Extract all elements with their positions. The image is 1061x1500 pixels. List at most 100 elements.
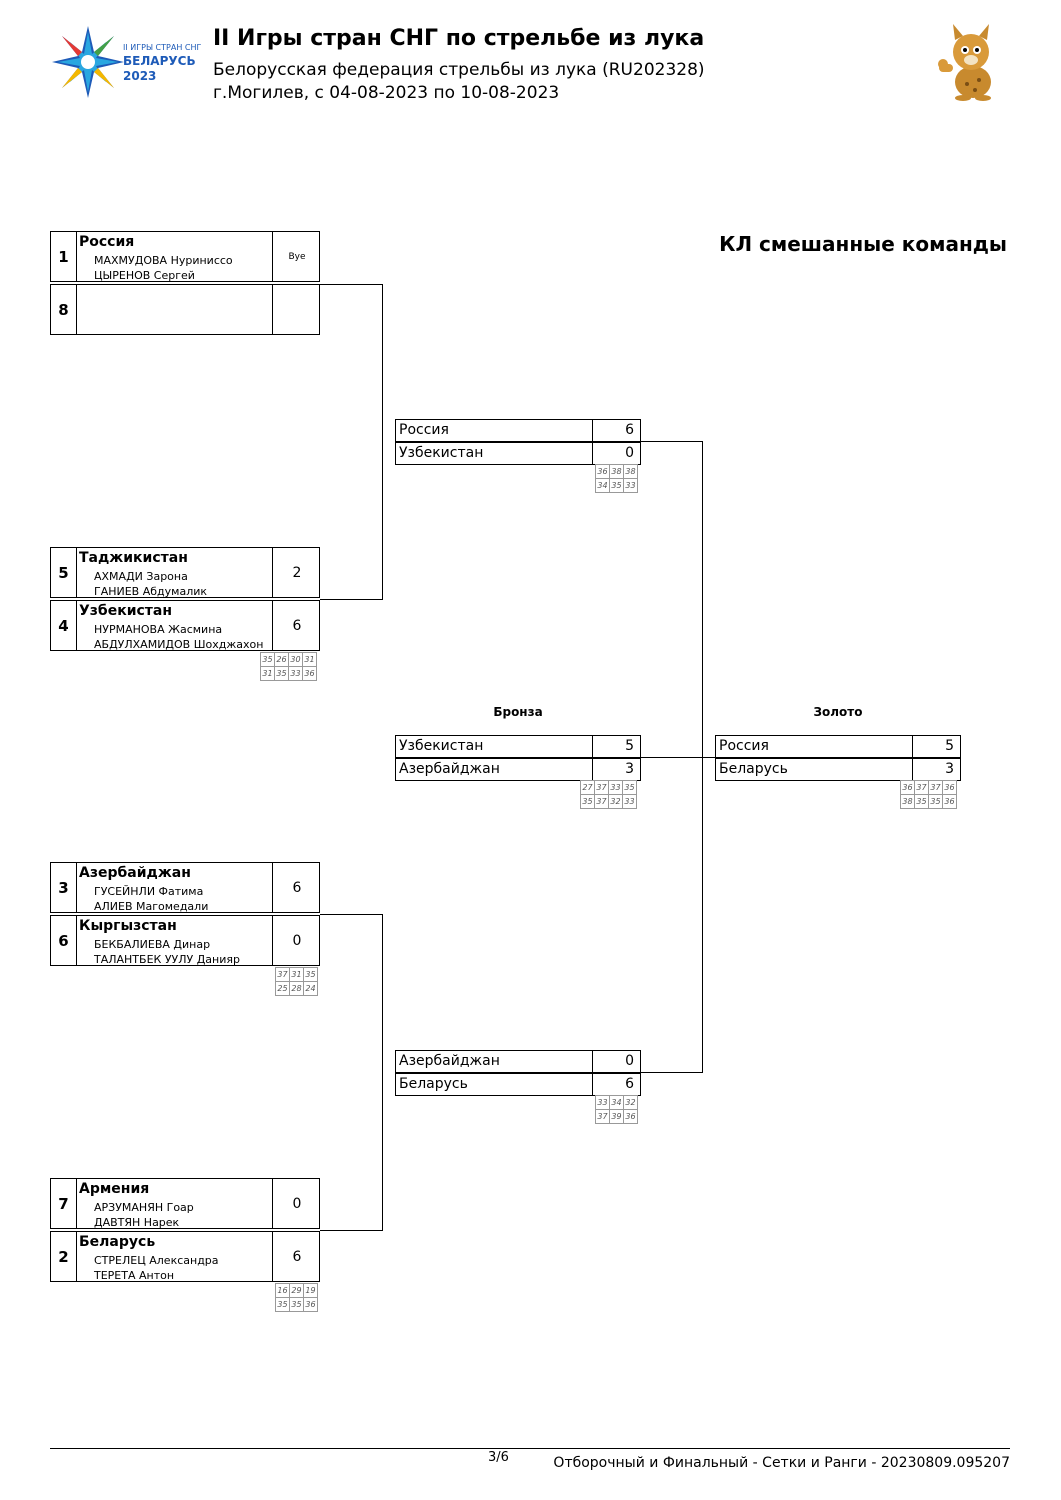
seed-number: 5 bbox=[51, 548, 77, 597]
match-row: Беларусь 3 bbox=[715, 758, 961, 781]
match-row: Узбекистан 5 bbox=[395, 735, 641, 758]
player-name: АХМАДИ Зарона bbox=[94, 570, 188, 583]
set-score: 39 bbox=[609, 1109, 624, 1124]
bracket-connector bbox=[640, 441, 703, 442]
set-score: 16 bbox=[275, 1283, 290, 1298]
set-scores: 37 31 35 25 28 24 bbox=[275, 967, 318, 996]
team-name: Узбекистан bbox=[79, 603, 173, 619]
set-score: 28 bbox=[289, 981, 304, 996]
team-name: Россия bbox=[719, 738, 769, 754]
team-name: Азербайджан bbox=[399, 1053, 500, 1069]
set-scores: 16 29 19 35 35 36 bbox=[275, 1283, 318, 1312]
bracket-entry: 6 Кыргызстан БЕКБАЛИЕВА Динар ТАЛАНТБЕК … bbox=[50, 915, 320, 966]
set-score: 38 bbox=[900, 794, 915, 809]
bracket-connector bbox=[640, 1072, 703, 1073]
set-score: 38 bbox=[609, 464, 624, 479]
match-row: Азербайджан 0 bbox=[395, 1050, 641, 1073]
set-score: 36 bbox=[942, 794, 957, 809]
set-score: 34 bbox=[609, 1095, 624, 1110]
set-score: 37 bbox=[275, 967, 290, 982]
match-result: 6 bbox=[272, 1232, 321, 1281]
match-result: 0 bbox=[272, 916, 321, 965]
team-name: Азербайджан bbox=[79, 865, 191, 881]
footer-divider bbox=[50, 1448, 1010, 1449]
set-score: 25 bbox=[275, 981, 290, 996]
match-row: Узбекистан 0 bbox=[395, 442, 641, 465]
set-score: 32 bbox=[608, 794, 623, 809]
bracket-entry: 7 Армения АРЗУМАНЯН Гоар ДАВТЯН Нарек 0 bbox=[50, 1178, 320, 1229]
team-name: Беларусь bbox=[79, 1234, 156, 1250]
player-name: ЦЫРЕНОВ Сергей bbox=[94, 269, 195, 282]
match-score: 3 bbox=[912, 759, 960, 780]
set-score: 27 bbox=[580, 780, 595, 795]
team-name: Россия bbox=[79, 234, 135, 250]
set-score: 31 bbox=[289, 967, 304, 982]
page-subtitle: Белорусская федерация стрельбы из лука (… bbox=[213, 60, 705, 80]
team-name: Армения bbox=[79, 1181, 150, 1197]
set-score: 33 bbox=[622, 794, 637, 809]
match-score: 3 bbox=[592, 759, 640, 780]
set-score: 33 bbox=[608, 780, 623, 795]
set-score: 37 bbox=[594, 780, 609, 795]
match-score: 6 bbox=[592, 1074, 640, 1095]
set-scores: 35 26 30 31 31 35 33 36 bbox=[260, 652, 317, 681]
bracket-entry: 2 Беларусь СТРЕЛЕЦ Александра ТЕРЕТА Ант… bbox=[50, 1231, 320, 1282]
set-score: 35 bbox=[609, 478, 624, 493]
gold-label: Золото bbox=[813, 705, 863, 719]
player-name: АРЗУМАНЯН Гоар bbox=[94, 1201, 194, 1214]
match-score: 5 bbox=[592, 736, 640, 757]
seed-number: 2 bbox=[51, 1232, 77, 1281]
set-scores: 36 37 37 36 38 35 35 36 bbox=[900, 780, 957, 809]
match-row: Азербайджан 3 bbox=[395, 758, 641, 781]
set-score: 30 bbox=[288, 652, 303, 667]
match-score: 5 bbox=[912, 736, 960, 757]
logo-line-2: БЕЛАРУСЬ bbox=[123, 54, 196, 68]
player-name: ГУСЕЙНЛИ Фатима bbox=[94, 885, 204, 898]
set-score: 36 bbox=[623, 1109, 638, 1124]
seed-number: 4 bbox=[51, 601, 77, 650]
player-name: ТАЛАНТБЕК УУЛУ Данияр bbox=[94, 953, 240, 966]
set-score: 36 bbox=[302, 666, 317, 681]
set-score: 36 bbox=[900, 780, 915, 795]
logo-line-1: II ИГРЫ СТРАН СНГ bbox=[123, 43, 202, 52]
bracket-entry: 4 Узбекистан НУРМАНОВА Жасмина АБДУЛХАМИ… bbox=[50, 600, 320, 651]
set-scores: 33 34 32 37 39 36 bbox=[595, 1095, 638, 1124]
set-score: 35 bbox=[275, 1297, 290, 1312]
set-score: 35 bbox=[274, 666, 289, 681]
bracket-connector bbox=[320, 599, 383, 600]
team-name: Азербайджан bbox=[399, 761, 500, 777]
seed-number: 7 bbox=[51, 1179, 77, 1228]
seed-number: 8 bbox=[51, 285, 77, 334]
bracket-entry: 8 bbox=[50, 284, 320, 335]
set-score: 36 bbox=[942, 780, 957, 795]
set-score: 24 bbox=[303, 981, 318, 996]
match-result: 2 bbox=[272, 548, 321, 597]
team-name: Узбекистан bbox=[399, 738, 484, 754]
set-score: 32 bbox=[623, 1095, 638, 1110]
event-title: КЛ смешанные команды bbox=[719, 232, 1007, 256]
match-result: 6 bbox=[272, 863, 321, 912]
match-result: Bye bbox=[272, 232, 321, 281]
set-score: 26 bbox=[274, 652, 289, 667]
snowflake-star-icon bbox=[52, 26, 124, 98]
seed-number: 6 bbox=[51, 916, 77, 965]
player-name: БЕКБАЛИЕВА Динар bbox=[94, 938, 211, 951]
set-score: 33 bbox=[288, 666, 303, 681]
set-score: 36 bbox=[303, 1297, 318, 1312]
set-score: 35 bbox=[622, 780, 637, 795]
bracket-connector bbox=[320, 1230, 383, 1231]
set-scores: 36 38 38 34 35 33 bbox=[595, 464, 638, 493]
set-score: 35 bbox=[303, 967, 318, 982]
bronze-label: Бронза bbox=[493, 705, 543, 719]
set-score: 29 bbox=[289, 1283, 304, 1298]
page-location: г.Могилев, с 04-08-2023 по 10-08-2023 bbox=[213, 83, 560, 103]
player-name: ГАНИЕВ Абдумалик bbox=[94, 585, 208, 598]
match-score: 0 bbox=[592, 443, 640, 464]
match-row: Россия 5 bbox=[715, 735, 961, 758]
set-score: 35 bbox=[580, 794, 595, 809]
bracket-connector bbox=[640, 757, 716, 758]
team-name: Россия bbox=[399, 422, 449, 438]
team-name: Таджикистан bbox=[79, 550, 188, 566]
bracket-connector bbox=[382, 284, 383, 600]
set-score: 37 bbox=[914, 780, 929, 795]
